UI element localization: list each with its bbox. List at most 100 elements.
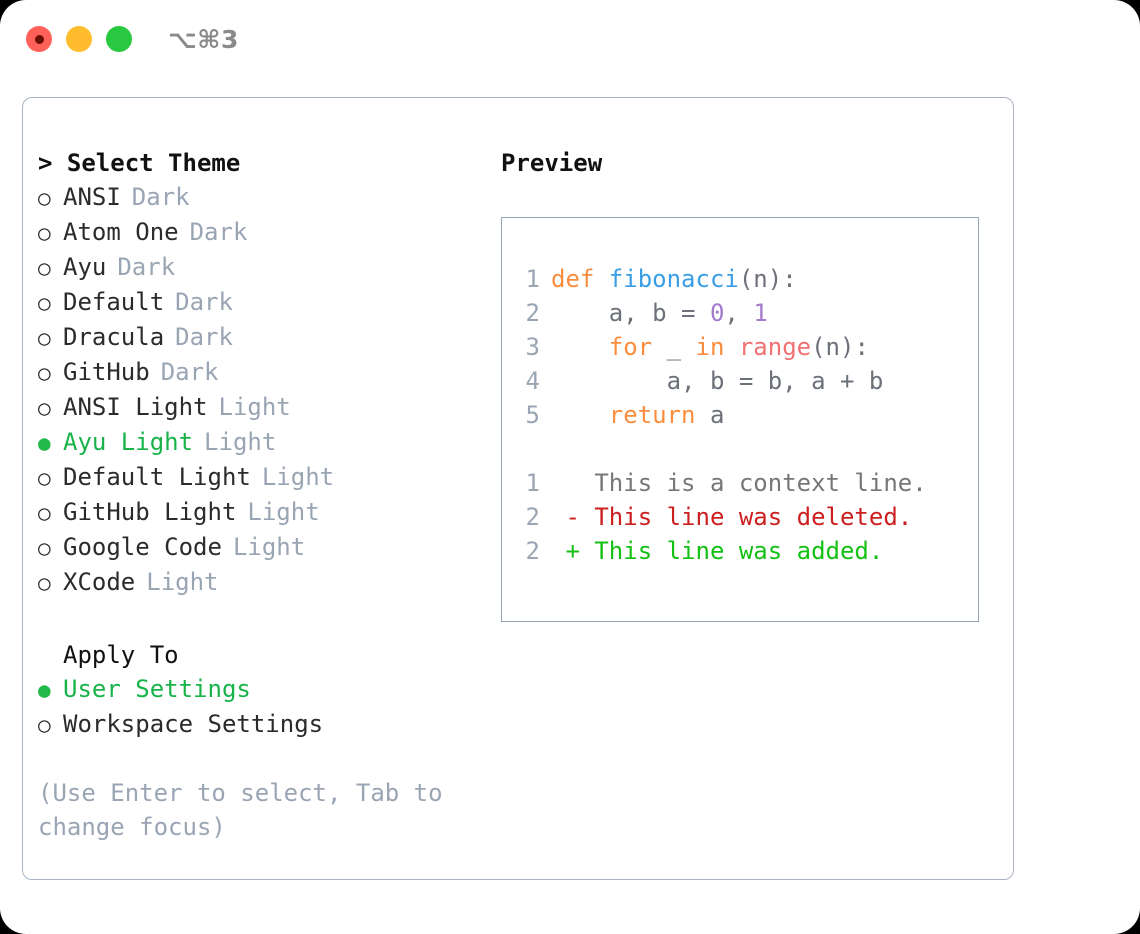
theme-option-variant: Dark <box>117 253 176 281</box>
code-token-ctx: This is a context line. <box>551 469 927 497</box>
close-button[interactable] <box>26 26 52 52</box>
theme-option-label: Dracula <box>63 323 165 351</box>
theme-option-variant: Light <box>261 463 335 491</box>
keyboard-shortcut-label: ⌥⌘3 <box>168 24 239 54</box>
radio-unselected-icon: ○ <box>38 466 51 490</box>
theme-option-label: GitHub Light <box>63 498 237 526</box>
apply-to-section: Apply To ●User Settings ○ Workspace Settin… <box>38 638 501 742</box>
code-token-call: range <box>738 333 812 361</box>
theme-option-github-light[interactable]: ○ GitHub Light Light <box>38 495 501 530</box>
radio-unselected-icon: ○ <box>38 291 51 315</box>
radio-unselected-icon: ○ <box>38 221 51 245</box>
apply-to-option-user-settings[interactable]: ●User Settings <box>38 672 501 707</box>
code-line: 5 return a <box>508 398 978 432</box>
code-line-content: for _ in range(n): <box>551 330 869 364</box>
code-token-func: fibonacci <box>608 265 739 293</box>
apply-to-heading: Apply To <box>63 641 179 669</box>
close-icon <box>34 34 44 44</box>
theme-option-label: Atom One <box>63 218 179 246</box>
window-title-bar: ⌥⌘3 <box>0 0 1140 78</box>
code-token-kw: return <box>551 401 710 429</box>
code-token-plain: _ <box>666 333 696 361</box>
preview-heading: Preview <box>501 149 603 177</box>
radio-unselected-icon: ○ <box>38 256 51 280</box>
code-line: 3 for _ in range(n): <box>508 330 978 364</box>
radio-unselected-icon: ○ <box>38 186 51 210</box>
code-line-content: a, b = 0, 1 <box>551 296 768 330</box>
theme-option-variant: Dark <box>175 288 233 316</box>
theme-option-google-code[interactable]: ○ Google Code Light <box>38 530 501 565</box>
theme-option-variant: Light <box>204 428 277 456</box>
radio-unselected-icon: ○ <box>38 571 51 595</box>
radio-selected-icon: ● <box>38 431 51 455</box>
radio-unselected-icon: ○ <box>38 501 51 525</box>
code-token-punc: (n): <box>811 333 869 361</box>
theme-option-variant: Dark <box>160 358 219 386</box>
theme-option-variant: Dark <box>131 183 190 211</box>
radio-unselected-icon: ○ <box>38 536 51 560</box>
code-line-content: - This line was deleted. <box>551 500 912 534</box>
apply-to-option-label: User Settings <box>63 675 251 703</box>
code-token-add: + This line was added. <box>551 537 884 565</box>
theme-option-label: ANSI Light <box>63 393 208 421</box>
code-line-number: 4 <box>525 367 540 395</box>
radio-unselected-icon: ○ <box>38 361 51 385</box>
theme-option-label: Default Light <box>63 463 251 491</box>
theme-option-variant: Dark <box>189 218 248 246</box>
code-token-punc: (n): <box>738 265 797 293</box>
theme-option-default[interactable]: ○ Default Dark <box>38 285 501 320</box>
theme-option-variant: Light <box>232 533 306 561</box>
theme-option-variant: Light <box>247 498 320 526</box>
code-line: 1 def fibonacci(n): <box>508 262 978 296</box>
theme-option-ansi[interactable]: ○ ANSI Dark <box>38 180 501 215</box>
code-token-num: 0 <box>709 299 725 327</box>
theme-option-label: ANSI <box>63 183 121 211</box>
code-line: 2 a, b = 0, 1 <box>508 296 978 330</box>
theme-option-label: Ayu <box>63 253 107 281</box>
theme-option-xcode[interactable]: ○ XCode Light <box>38 565 501 600</box>
code-line: 2 + This line was added. <box>508 534 978 568</box>
theme-option-variant: Dark <box>175 323 233 351</box>
apply-to-option-label: Workspace Settings <box>63 710 324 738</box>
keyboard-hint-text: (Use Enter to select, Tab to change focu… <box>38 779 443 841</box>
theme-option-ayu[interactable]: ○ Ayu Dark <box>38 250 501 285</box>
code-line-number: 2 <box>525 537 540 565</box>
code-line: 2 - This line was deleted. <box>508 500 978 534</box>
minimize-button[interactable] <box>66 26 92 52</box>
apply-to-option-workspace-settings[interactable]: ○ Workspace Settings <box>38 707 501 742</box>
code-token-kw: for <box>551 333 667 361</box>
code-line: 4 a, b = b, a + b <box>508 364 978 398</box>
code-line-content: a, b = b, a + b <box>551 364 884 398</box>
code-token-del: - This line was deleted. <box>551 503 913 531</box>
code-token-punc: , <box>724 299 754 327</box>
code-line-content: + This line was added. <box>551 534 883 568</box>
theme-option-label: Google Code <box>63 533 222 561</box>
code-line-number: 2 <box>525 299 540 327</box>
code-line-number: 2 <box>525 503 540 531</box>
theme-option-label: Default <box>63 288 165 316</box>
theme-option-label: XCode <box>63 568 136 596</box>
code-line-number: 3 <box>525 333 540 361</box>
radio-unselected-icon: ○ <box>38 713 51 737</box>
code-token-kw: def <box>551 265 609 293</box>
apply-to-option-list: ●User Settings ○ Workspace Settings <box>38 672 501 742</box>
code-token-num: 1 <box>753 299 768 327</box>
code-line-content: This is a context line. <box>551 466 927 500</box>
code-line-number: 1 <box>525 265 540 293</box>
theme-option-atom-one[interactable]: ○ Atom One Dark <box>38 215 501 250</box>
select-theme-heading: > Select Theme <box>38 149 241 177</box>
maximize-button[interactable] <box>106 26 132 52</box>
theme-option-variant: Light <box>146 568 219 596</box>
code-token-plain: a, b = b, a + b <box>551 367 884 395</box>
theme-option-default-light[interactable]: ○ Default Light Light <box>38 460 501 495</box>
code-line-number: 1 <box>525 469 540 497</box>
